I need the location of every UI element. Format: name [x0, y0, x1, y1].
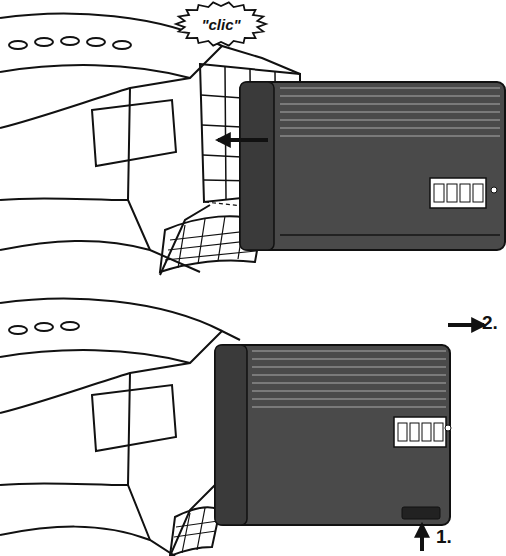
blower-handle-part — [0, 350, 190, 363]
blower-body-part — [92, 100, 176, 166]
air-vent-part — [178, 215, 245, 268]
battery-pack-part — [215, 345, 247, 525]
battery-pack-part — [280, 88, 500, 136]
battery-pack-part — [460, 184, 470, 202]
sound-burst: "clic" — [176, 2, 266, 46]
battery-pack-part — [410, 423, 419, 441]
blower-body-part — [128, 373, 150, 540]
battery-pack-part — [240, 82, 274, 250]
blower-body-part — [128, 88, 150, 250]
blower-handle-part — [0, 299, 222, 331]
battery-pack-part — [430, 178, 486, 208]
remove-arrow-part — [448, 323, 484, 327]
blower-body-part — [92, 385, 176, 451]
blower-handle-part — [0, 65, 190, 78]
air-vent — [170, 507, 220, 556]
battery-pack-part — [402, 507, 440, 519]
remove-arrow — [422, 325, 484, 551]
blower-handle-part — [113, 41, 131, 49]
blower-handle-part — [87, 38, 105, 46]
step-number: 2. — [482, 312, 498, 334]
blower-handle-part — [35, 38, 53, 46]
blower-handle-part — [61, 322, 79, 330]
battery-pack — [215, 345, 451, 525]
battery-pack-part — [215, 345, 450, 525]
step-number: 1. — [436, 526, 452, 548]
battery-pack-part — [491, 187, 497, 193]
blower-handle-part — [35, 323, 53, 331]
blower-body-part — [0, 483, 128, 485]
battery-pack — [240, 82, 505, 250]
air-vent-part — [174, 521, 218, 537]
blower-handle-part — [9, 41, 27, 49]
blower-body-part — [0, 527, 175, 556]
blower-body-part — [170, 485, 215, 556]
remove-arrow-part — [420, 525, 424, 551]
battery-pack-part — [394, 417, 446, 447]
air-vent-part — [182, 508, 205, 553]
battery-pack-part — [434, 423, 443, 441]
blower-body — [0, 46, 300, 275]
sound-text: "clic" — [201, 16, 240, 33]
insert-arrow-part — [218, 138, 268, 142]
battery-pack-part — [398, 423, 407, 441]
burst-outline — [176, 2, 266, 45]
blower-body-part — [0, 198, 128, 200]
battery-pack-part — [445, 425, 451, 431]
battery-pack-part — [280, 234, 500, 236]
air-vent-part — [170, 507, 220, 556]
battery-pack-part — [434, 184, 444, 202]
blower-body-part — [0, 241, 200, 272]
battery-pack-part — [240, 82, 505, 250]
battery-pack-part — [422, 423, 431, 441]
blower-body-part — [0, 331, 240, 413]
battery-pack-part — [252, 351, 446, 407]
insert-arrow — [218, 138, 268, 142]
blower-body — [0, 331, 240, 556]
blower-handle-part — [9, 326, 27, 334]
battery-pack-part — [473, 184, 483, 202]
blower-handle — [0, 299, 222, 363]
battery-pack-part — [447, 184, 457, 202]
blower-handle-part — [61, 37, 79, 45]
